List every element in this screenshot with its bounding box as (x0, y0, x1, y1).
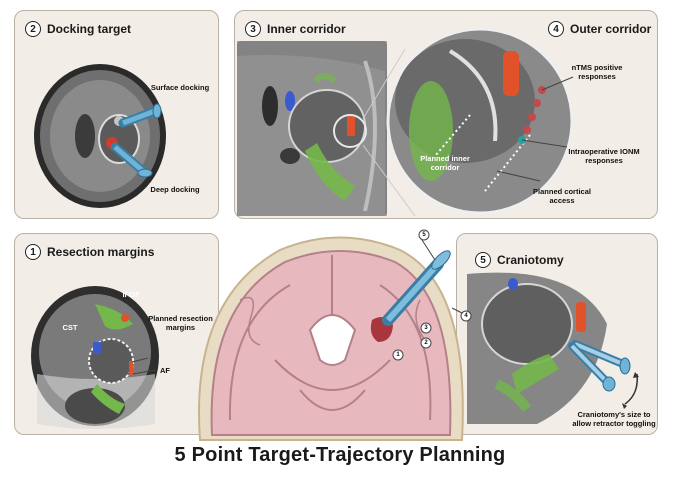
step-number: 2 (25, 21, 41, 37)
af-label: AF (160, 366, 170, 375)
deep-docking-label: Deep docking (150, 185, 200, 194)
planned-resection-label: Planned resection margins (148, 314, 213, 332)
panel-title-text: Resection margins (47, 245, 155, 259)
panel-title-text: Outer corridor (570, 22, 652, 36)
center-retractor-tool (382, 250, 451, 326)
marker-3: 3 (424, 325, 428, 331)
deep-docking-tool (110, 142, 153, 178)
panel-title-text: Craniotomy (497, 253, 564, 267)
main-title: 5 Point Target-Trajectory Planning (174, 444, 506, 466)
panel-title-outer: 4 Outer corridor (548, 21, 651, 37)
resection-mri-image (31, 286, 159, 429)
marker-2: 2 (424, 340, 428, 346)
step-number: 3 (245, 21, 261, 37)
panel-title-inner: 3 Inner corridor (245, 21, 346, 37)
ntms-markers (518, 86, 546, 144)
panel-corridors: 3 Inner corridor 4 Outer corridor Planne… (234, 10, 658, 219)
ionm-label: Intraoperative IONM responses (568, 147, 640, 165)
ntms-label: nTMS positive responses (571, 63, 623, 81)
panel-craniotomy: 5 Craniotomy Craniotomy's size to allow … (456, 233, 658, 435)
cst-label: CST (62, 323, 78, 332)
corridor-mri-image (237, 27, 574, 217)
retractor-tools (568, 340, 631, 392)
panel-resection-margins: 1 Resection margins IFOF CST Planned res… (14, 233, 219, 435)
craniotomy-size-label: Craniotomy's size to allow retractor tog… (572, 410, 656, 428)
marker-5: 5 (422, 232, 426, 238)
surface-docking-label: Surface docking (150, 83, 210, 92)
docking-mri-image (34, 64, 166, 208)
panel-docking-target: 2 Docking target Surface docking Deep do… (14, 10, 219, 219)
marker-4: 4 (464, 313, 468, 319)
panel-title-text: Inner corridor (267, 22, 346, 36)
surface-docking-tool (118, 103, 162, 128)
step-number: 5 (475, 252, 491, 268)
planned-inner-corridor-label: Planned inner corridor (420, 154, 470, 172)
craniotomy-mri-image (467, 272, 639, 424)
panel-title: 1 Resection margins (25, 244, 154, 260)
ifof-label: IFOF (122, 290, 140, 299)
panel-title: 2 Docking target (25, 21, 131, 37)
cortical-access-label: Planned cortical access (533, 187, 591, 205)
marker-1: 1 (396, 352, 400, 358)
panel-title-text: Docking target (47, 22, 132, 36)
step-number: 1 (25, 244, 41, 260)
panel-title: 5 Craniotomy (475, 252, 564, 268)
step-number: 4 (548, 21, 564, 37)
